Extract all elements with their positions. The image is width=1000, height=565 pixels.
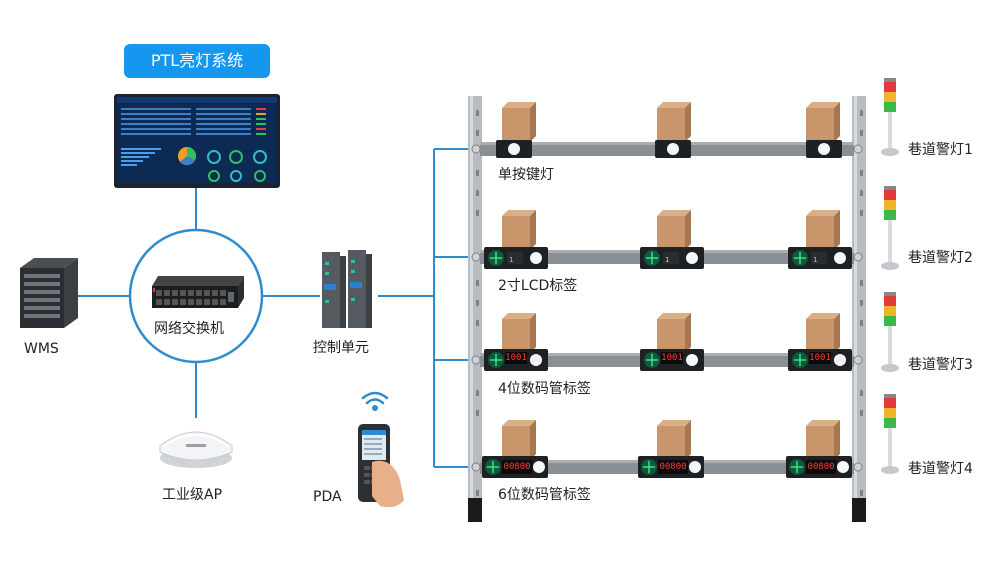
svg-text:1: 1 [665,256,669,264]
warning-lamp-icon [881,78,899,474]
lamp-label: 巷道警灯2 [908,250,973,266]
box-icon [502,102,840,460]
lamp-label: 巷道警灯3 [908,357,973,373]
lcd-tags: 1 1 1 [484,247,852,269]
lamp-label: 巷道警灯1 [908,142,973,158]
shelf-label: 单按键灯 [498,167,554,183]
pda-label: PDA [313,489,342,505]
shelf-label: 2寸LCD标签 [498,278,578,294]
wms-label: WMS [24,341,59,357]
ap-label: 工业级AP [162,487,223,503]
shelf-label: 6位数码管标签 [498,487,591,503]
switch-label: 网络交换机 [154,321,224,337]
six-digit-display: 00800 [659,462,687,472]
svg-text:1: 1 [509,256,513,264]
single-button-lights [496,140,842,158]
control-unit-icon [322,250,372,328]
four-digit-display: 1001 [809,353,831,363]
server-icon [20,258,78,328]
four-digit-tags [484,349,852,371]
four-digit-display: 1001 [661,353,683,363]
wifi-ap-icon [159,431,233,468]
pda-icon [358,424,404,508]
six-digit-display: 00800 [503,462,531,472]
four-digit-display: 1001 [505,353,527,363]
switch-icon [152,276,244,308]
control-unit-label: 控制单元 [313,340,369,356]
six-digit-display: 00800 [807,462,835,472]
lamp-label: 巷道警灯4 [908,461,973,477]
svg-text:1: 1 [813,256,817,264]
shelf-label: 4位数码管标签 [498,381,591,397]
wifi-signal-icon [361,391,389,412]
monitor-icon [114,94,280,188]
system-title-badge: PTL亮灯系统 [124,44,270,78]
six-digit-tags [482,456,852,478]
